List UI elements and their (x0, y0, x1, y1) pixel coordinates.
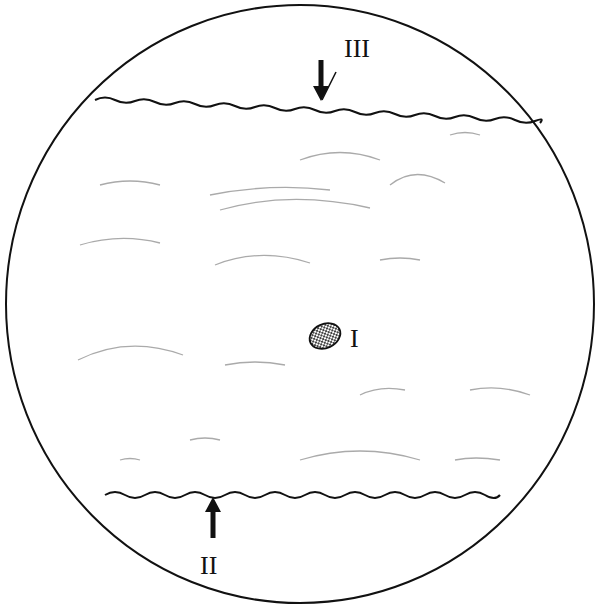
pointer-arrow (313, 60, 336, 101)
faint-fibres (78, 133, 530, 461)
upper-border (95, 98, 542, 124)
field-circle (6, 5, 594, 603)
callout-number: II (200, 553, 217, 579)
nucleus-cell (305, 318, 344, 353)
callout-number: I (350, 326, 359, 352)
callout-number: III (344, 36, 370, 62)
pointer-arrow (205, 497, 221, 538)
lower-border (105, 492, 500, 498)
